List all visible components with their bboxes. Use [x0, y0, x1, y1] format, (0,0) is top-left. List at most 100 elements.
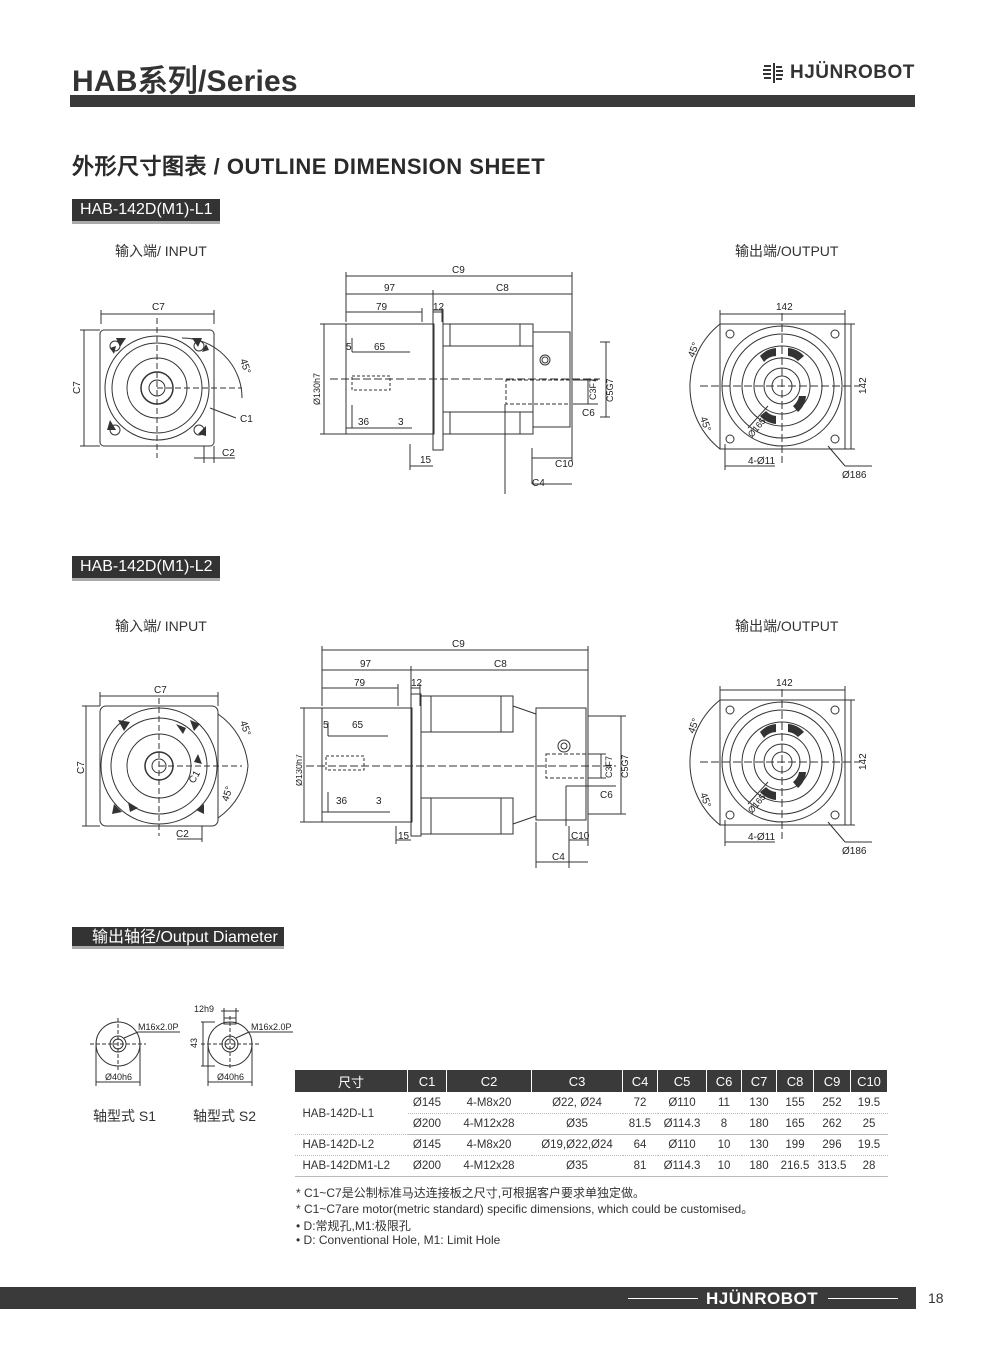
svg-text:C1: C1 [187, 769, 203, 786]
table-header-row: 尺寸 C1 C2 C3 C4 C5 C6 C7 C8 C9 C10 [294, 1069, 888, 1093]
note-line-1: * C1~C7是公制标准马达连接板之尺寸,可根据客户要求单独定做。 [296, 1186, 646, 1200]
svg-text:45°: 45° [237, 720, 252, 738]
svg-text:97: 97 [360, 659, 372, 670]
svg-text:C5G7: C5G7 [620, 754, 630, 778]
table-cell: 296 [813, 1134, 851, 1156]
series-title: HAB系列/Series [72, 65, 298, 98]
svg-text:C8: C8 [496, 283, 509, 294]
svg-text:79: 79 [376, 302, 388, 313]
note-line-4: • D: Conventional Hole, M1: Limit Hole [296, 1233, 501, 1247]
svg-text:C7: C7 [152, 302, 165, 313]
svg-text:45°: 45° [237, 358, 252, 376]
brand-name: HJÜNROBOT [790, 62, 915, 83]
shaft-s2-drawing: 12h9 43 M16x2.0P Ø40h6 [185, 1002, 300, 1095]
table-header: C9 [813, 1069, 851, 1093]
shaft-s1-drawing: M16x2.0P Ø40h6 [86, 1018, 186, 1095]
table-cell-model: HAB-142D-L1 [294, 1092, 408, 1135]
table-cell: 10 [706, 1134, 742, 1156]
table-cell: 216.5 [776, 1155, 814, 1177]
svg-text:12h9: 12h9 [194, 1004, 214, 1014]
table-cell: 180 [741, 1155, 777, 1177]
table-cell: Ø35 [531, 1155, 623, 1177]
model-label-l2: HAB-142D(M1)-L2 [72, 556, 221, 581]
table-cell: 313.5 [813, 1155, 851, 1177]
svg-text:Ø40h6: Ø40h6 [105, 1072, 132, 1082]
output-flange-drawing-l2: 142 142 45° 45° Ø165 4-Ø11 Ø186 [680, 674, 880, 864]
input-view-label-l2: 输入端/ INPUT [115, 618, 207, 634]
table-row: HAB-142D-L1 Ø145 4-M8x20 Ø22, Ø24 72 Ø11… [294, 1092, 888, 1135]
table-cell: Ø200 [407, 1113, 447, 1135]
svg-text:Ø186: Ø186 [842, 846, 867, 857]
svg-text:C4: C4 [552, 852, 565, 863]
side-view-drawing-l1: C9 97 C8 79 12 5 65 Ø130h7 36 3 15 C10 C… [300, 262, 620, 502]
svg-text:Ø130h7: Ø130h7 [312, 373, 322, 405]
note-line-2: * C1~C7are motor(metric standard) specif… [296, 1202, 754, 1216]
page-number: 18 [928, 1290, 944, 1306]
table-cell: 252 [813, 1092, 851, 1114]
svg-text:M16x2.0P: M16x2.0P [138, 1022, 179, 1032]
svg-text:45°: 45° [697, 791, 713, 809]
svg-text:C9: C9 [452, 639, 465, 650]
table-header: C8 [776, 1069, 814, 1093]
table-cell: Ø114.3 [657, 1113, 707, 1135]
svg-text:C1: C1 [240, 414, 253, 425]
footer-divider-left [628, 1298, 698, 1299]
footer-divider-right [828, 1298, 898, 1299]
spec-table: 尺寸 C1 C2 C3 C4 C5 C6 C7 C8 C9 C10 HAB-14… [294, 1069, 888, 1177]
svg-text:142: 142 [858, 377, 869, 394]
svg-text:M16x2.0P: M16x2.0P [251, 1022, 292, 1032]
svg-text:C2: C2 [176, 829, 189, 840]
table-cell: 4-M8x20 [446, 1134, 532, 1156]
svg-text:5: 5 [323, 720, 329, 731]
brand-mark-icon [763, 63, 783, 83]
svg-text:65: 65 [374, 342, 386, 353]
table-cell: 81.5 [622, 1113, 658, 1135]
table-row: HAB-142DM1-L2 Ø200 4-M12x28 Ø35 81 Ø114.… [294, 1155, 888, 1177]
table-cell: Ø200 [407, 1155, 447, 1177]
output-view-label: 输出端/OUTPUT [735, 243, 839, 259]
table-cell: 130 [741, 1134, 777, 1156]
svg-text:15: 15 [398, 831, 410, 842]
table-header: 尺寸 [294, 1069, 408, 1093]
table-cell: Ø145 [407, 1134, 447, 1156]
svg-text:142: 142 [776, 302, 793, 313]
svg-text:36: 36 [336, 796, 348, 807]
table-cell: Ø19,Ø22,Ø24 [531, 1134, 623, 1156]
table-cell: 28 [850, 1155, 888, 1177]
table-cell: 4-M8x20 [446, 1092, 532, 1114]
svg-text:C3F7: C3F7 [604, 756, 614, 778]
svg-text:65: 65 [352, 720, 364, 731]
input-flange-drawing-l2: C7 C7 45° 45° C1 C2 [72, 684, 267, 854]
svg-text:43: 43 [189, 1038, 199, 1048]
svg-text:45°: 45° [686, 717, 702, 735]
table-cell: 19.5 [850, 1092, 888, 1114]
svg-text:4-Ø11: 4-Ø11 [748, 456, 775, 467]
table-cell: 180 [741, 1113, 777, 1135]
table-cell: 11 [706, 1092, 742, 1114]
table-row: Ø200 4-M12x28 Ø35 81.5 Ø114.3 8 180 165 … [295, 1113, 888, 1135]
table-cell: Ø114.3 [657, 1155, 707, 1177]
header-rule [70, 95, 915, 107]
svg-text:5: 5 [346, 342, 352, 353]
side-view-drawing-l2: C9 97 C8 79 12 5 65 Ø130h7 36 3 15 C10 C… [294, 636, 636, 876]
table-header: C2 [446, 1069, 532, 1093]
table-cell: Ø35 [531, 1113, 623, 1135]
svg-text:C10: C10 [555, 459, 574, 470]
table-cell: 262 [813, 1113, 851, 1135]
svg-text:12: 12 [433, 302, 445, 313]
table-cell-model: HAB-142DM1-L2 [294, 1155, 408, 1177]
svg-text:C2: C2 [222, 448, 235, 459]
table-cell: 8 [706, 1113, 742, 1135]
svg-text:C4: C4 [532, 478, 545, 489]
table-cell: Ø22, Ø24 [531, 1092, 623, 1114]
svg-text:3: 3 [398, 417, 404, 428]
table-cell: 165 [776, 1113, 814, 1135]
svg-text:C7: C7 [76, 761, 87, 774]
output-diameter-label: 输出轴径/Output Diameter [72, 927, 284, 949]
svg-text:97: 97 [384, 283, 396, 294]
svg-text:4-Ø11: 4-Ø11 [748, 832, 775, 843]
shaft-s2-caption: 轴型式 S2 [193, 1108, 257, 1124]
svg-text:C6: C6 [582, 408, 595, 419]
svg-text:Ø130h7: Ø130h7 [296, 754, 304, 786]
table-cell: Ø110 [657, 1134, 707, 1156]
